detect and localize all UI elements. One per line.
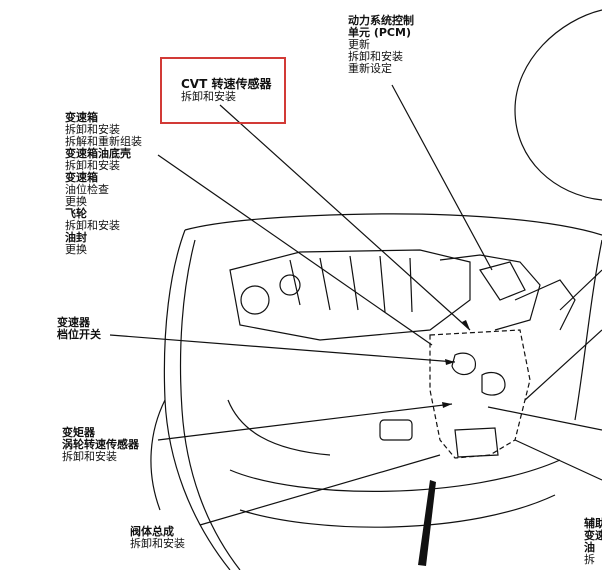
tc-title-2: 涡轮转速传感器 — [62, 438, 139, 451]
transmission-sub-3: 拆卸和安装 — [65, 159, 120, 172]
transmission-sub-7: 更换 — [65, 243, 87, 256]
tc-title-1: 变矩器 — [62, 426, 95, 439]
leader-range-switch — [109, 334, 456, 363]
arrow-bold — [418, 480, 436, 566]
leader-pcm — [391, 84, 493, 271]
aux-line-1: 辅助 — [584, 517, 602, 530]
label-tc-turbine-sensor: 变矩器 涡轮转速传感器 拆卸和安装 — [62, 427, 139, 463]
pcm-sub-1: 更新 — [348, 38, 370, 51]
label-transmission: 变速箱 拆卸和安装 拆解和重新组装 变速箱油底壳 拆卸和安装 变速箱 油位检查 … — [65, 112, 142, 256]
label-aux-partial: 辅助 变速 油 拆 — [584, 518, 602, 566]
aux-line-2: 变速 — [584, 529, 602, 542]
transmission-sub-1: 拆卸和安装 — [65, 123, 120, 136]
leader-tc — [157, 403, 453, 441]
engine-block — [229, 249, 471, 341]
label-valve-body: 阀体总成 拆卸和安装 — [130, 526, 185, 550]
leader-transmission — [157, 154, 433, 346]
tc-sub-1: 拆卸和安装 — [62, 450, 117, 463]
cvt-sensor-title: CVT 转速传感器 — [181, 77, 272, 91]
range-switch-title-1: 变速器 — [57, 316, 90, 329]
pcm-sub-3: 重新设定 — [348, 62, 392, 75]
transmission-sub-6: 拆卸和安装 — [65, 219, 120, 232]
pcm-title-1: 动力系统控制 — [348, 14, 414, 27]
range-switch-title-2: 档位开关 — [57, 328, 101, 341]
transmission-title-2: 变速箱油底壳 — [65, 147, 131, 160]
transmission-sub-4: 油位检查 — [65, 183, 109, 196]
aux-line-4: 拆 — [584, 553, 595, 566]
cvt-sensor-sub: 拆卸和安装 — [181, 90, 236, 103]
transmission-title-4: 飞轮 — [65, 207, 87, 220]
pcm-title-2: 单元 (PCM) — [348, 26, 411, 39]
grille-emblem — [379, 419, 413, 441]
hood-outline — [184, 213, 602, 236]
label-cvt-speed-sensor: CVT 转速传感器 拆卸和安装 — [181, 77, 271, 103]
transmission-title-1: 变速箱 — [65, 111, 98, 124]
valve-sub: 拆卸和安装 — [130, 537, 185, 550]
pcm-sub-2: 拆卸和安装 — [348, 50, 403, 63]
leader-cvt — [219, 104, 471, 331]
transmission-sub-5: 更换 — [65, 195, 87, 208]
detail-circle — [514, 9, 602, 201]
front-bumper — [229, 459, 561, 492]
leader-valve — [199, 454, 441, 526]
transmission-sub-2: 拆解和重新组装 — [65, 135, 142, 148]
highlight-box — [160, 57, 286, 124]
label-range-switch: 变速器 档位开关 — [57, 317, 101, 341]
aux-line-3: 油 — [584, 541, 595, 554]
transmission-title-3: 变速箱 — [65, 171, 98, 184]
transmission-housing — [429, 329, 531, 459]
label-pcm: 动力系统控制 单元 (PCM) 更新 拆卸和安装 重新设定 — [348, 15, 414, 75]
valve-title: 阀体总成 — [130, 525, 174, 538]
transmission-title-5: 油封 — [65, 231, 87, 244]
